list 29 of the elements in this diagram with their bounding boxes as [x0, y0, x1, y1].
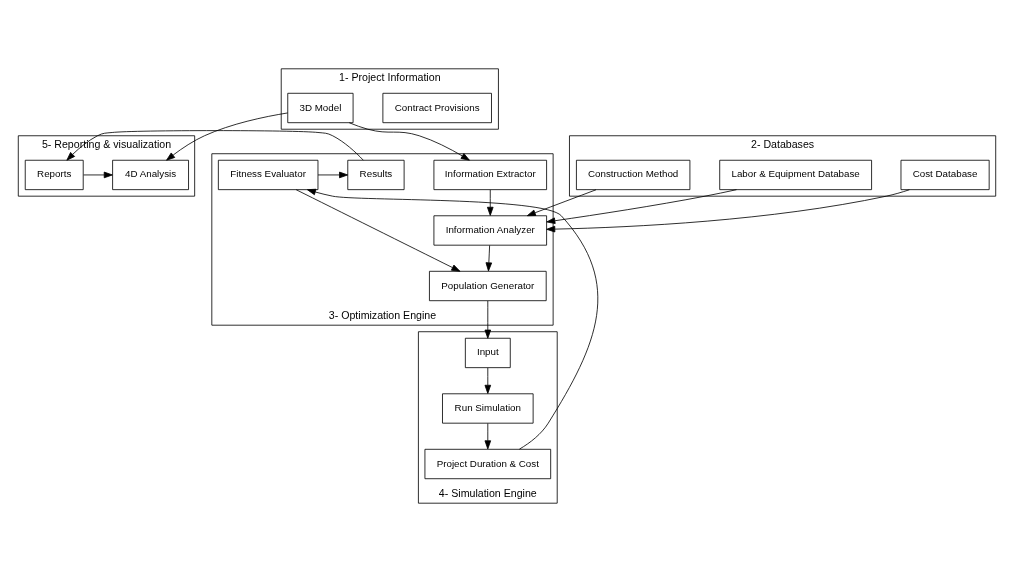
node-box: 3D Model: [287, 92, 354, 123]
arrow: [487, 189, 494, 216]
node-box: Fitness Evaluator: [217, 159, 319, 190]
arrow: [306, 188, 599, 450]
arrow: [317, 171, 349, 178]
arrow: [66, 129, 364, 161]
arrow: [484, 300, 492, 339]
arrow: [348, 121, 470, 161]
node-box: Labor & Equipment Database: [719, 159, 872, 190]
arrow: [484, 422, 492, 449]
arrow: [484, 367, 492, 394]
arrow: [166, 112, 288, 161]
node-box: Project Duration & Cost: [424, 448, 552, 479]
node-box: Run Simulation: [442, 392, 534, 424]
node-box: Cost Database: [900, 159, 990, 190]
node-box: Input: [464, 337, 511, 368]
arrow: [526, 188, 597, 216]
node-box: Information Analyzer: [433, 214, 547, 246]
arrow: [295, 188, 461, 272]
arrow: [546, 188, 910, 232]
arrow: [485, 244, 493, 271]
node-box: Reports: [24, 159, 84, 190]
node-box: Contract Provisions: [382, 92, 492, 123]
arrow: [83, 171, 113, 178]
node-box: 4D Analysis: [112, 159, 189, 190]
node-box: Population Generator: [429, 270, 547, 301]
node-box: Information Extractor: [433, 159, 547, 190]
node-box: Results: [347, 159, 405, 190]
node-box: Construction Method: [576, 159, 691, 190]
